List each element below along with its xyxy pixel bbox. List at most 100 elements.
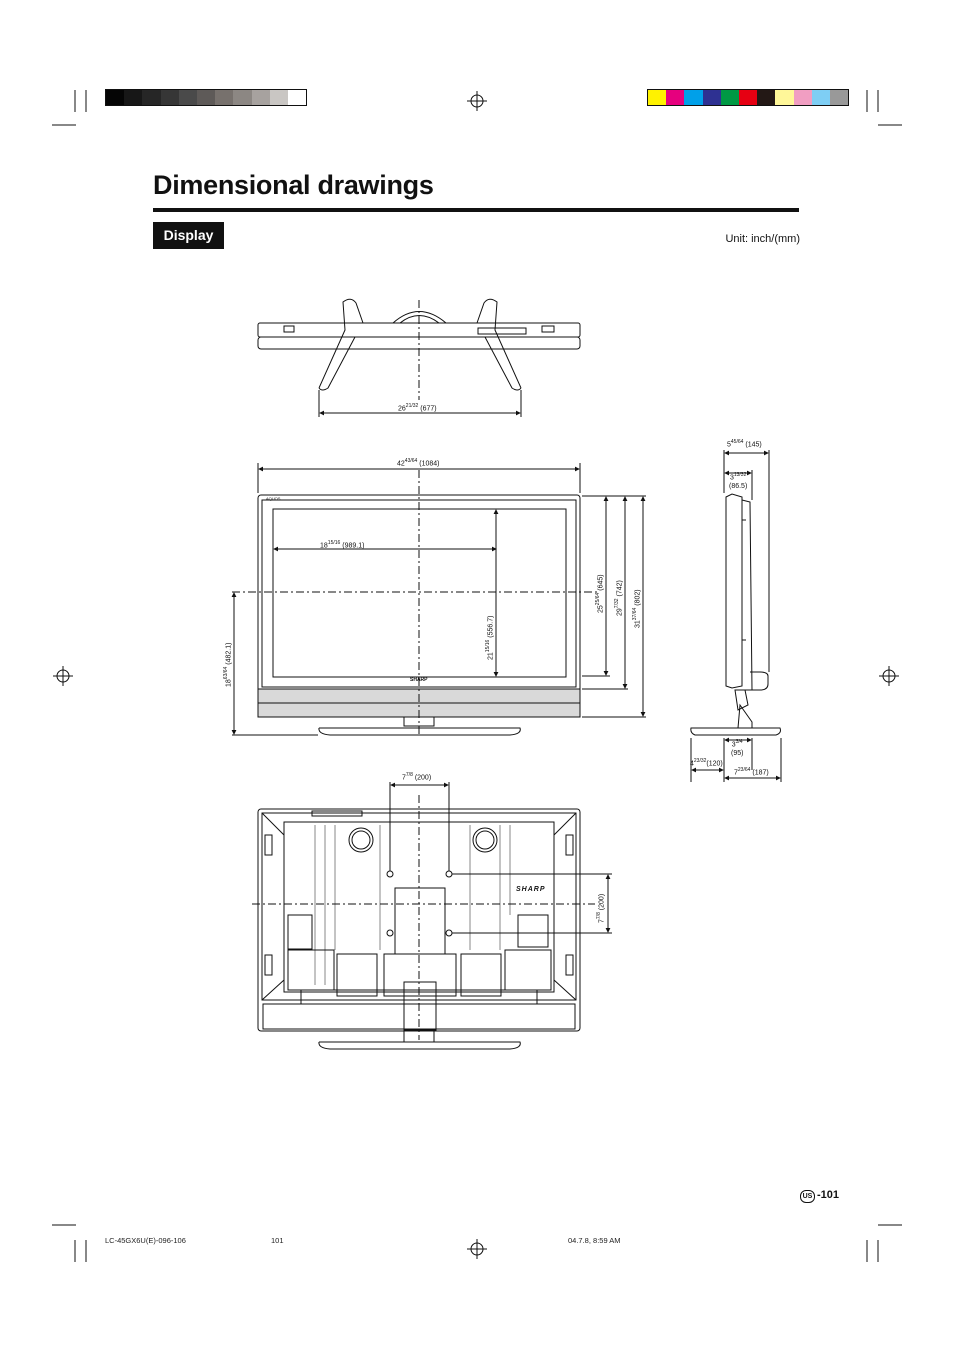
dim-whole: 3 xyxy=(731,741,736,749)
color-swatch xyxy=(720,90,739,105)
dim-mm: (556.7) xyxy=(487,615,495,638)
registration-mark-bottom xyxy=(467,1239,487,1259)
dim-frac: 43/64 xyxy=(404,458,418,464)
dim-frac: 7/32 xyxy=(614,598,620,609)
footer-timestamp: 04.7.8, 8:59 AM xyxy=(568,1236,621,1245)
dim-whole: 29 xyxy=(616,608,624,616)
dim-screen-height: 2115/16 (556.7) xyxy=(485,616,494,660)
dim-height-802: 3137/64 (802) xyxy=(632,589,641,628)
page-title: Dimensional drawings xyxy=(153,170,434,200)
dim-mm: (120) xyxy=(706,760,723,768)
dim-whole: 7 xyxy=(402,774,406,782)
dim-whole: 25 xyxy=(597,605,605,613)
color-swatch xyxy=(702,90,721,105)
dim-whole: 18 xyxy=(320,542,328,550)
crop-marks xyxy=(52,90,902,1262)
dim-frac: 15/16 xyxy=(485,639,491,653)
front-view xyxy=(231,463,646,736)
dim-depth-base: 33/4 (95) xyxy=(731,738,743,758)
dim-whole: 21 xyxy=(487,652,495,660)
dim-screen-width: 1815/16 (989.1) xyxy=(320,540,364,549)
grayscale-swatch xyxy=(287,90,307,105)
back-brand-logo: SHARP xyxy=(516,886,546,893)
footer-page: 101 xyxy=(271,1236,284,1245)
dim-whole: 4 xyxy=(690,760,694,768)
dim-whole: 5 xyxy=(727,441,731,449)
dim-frac: 21/32 xyxy=(405,403,419,409)
dim-mm: (187) xyxy=(752,769,769,777)
dim-mm: (802) xyxy=(634,589,642,606)
grayscale-swatch xyxy=(269,90,288,105)
page-number: US-101 xyxy=(800,1189,839,1203)
dim-frac: 25/64 xyxy=(595,592,601,606)
dim-depth-panel: 313/32(86.5) xyxy=(729,471,747,491)
color-swatch xyxy=(757,90,776,105)
title-rule xyxy=(153,208,799,212)
color-bar xyxy=(647,89,849,106)
dim-frac: 7/8 xyxy=(405,772,413,778)
dim-center-height: 1863/64 (482.1) xyxy=(223,643,232,687)
dim-mm: (1084) xyxy=(419,460,440,468)
footer-file: LC-45GX6U(E)-096-106 xyxy=(105,1236,186,1245)
grayscale-swatch xyxy=(178,90,197,105)
front-brand-logo: SHARP xyxy=(410,677,428,683)
page-number-text: -101 xyxy=(817,1189,840,1201)
color-swatch xyxy=(793,90,812,105)
dim-depth-stand: 723/64 (187) xyxy=(734,767,769,776)
region-badge: US xyxy=(800,1190,815,1203)
dim-frac: 15/16 xyxy=(327,540,341,546)
dim-stand-width: 2621/32 (677) xyxy=(398,403,437,412)
grayscale-bar xyxy=(105,89,307,106)
dim-frac: 7/8 xyxy=(596,912,602,920)
color-swatch xyxy=(775,90,794,105)
color-swatch xyxy=(738,90,758,105)
dim-whole: 7 xyxy=(734,769,738,777)
dim-height-742: 297/32 (742) xyxy=(614,580,623,616)
dim-mm: (200) xyxy=(414,774,432,782)
dim-height-645: 2525/64 (645) xyxy=(595,574,604,613)
registration-mark-top xyxy=(467,91,487,111)
registration-mark-left xyxy=(53,666,73,686)
side-view xyxy=(690,450,782,782)
grayscale-swatch xyxy=(233,90,252,105)
dim-mm: (86.5) xyxy=(729,483,748,491)
section-tag: Display xyxy=(153,222,224,249)
dim-mm: (742) xyxy=(616,580,624,597)
dim-mm: (645) xyxy=(597,574,605,591)
dim-mm: (145) xyxy=(745,441,762,449)
dim-whole: 7 xyxy=(598,919,606,923)
grayscale-swatch xyxy=(142,90,161,105)
front-badge: AQUOS xyxy=(266,496,281,501)
color-swatch xyxy=(684,90,703,105)
registration-mark-right xyxy=(879,666,899,686)
color-swatch xyxy=(811,90,830,105)
dim-whole: 18 xyxy=(225,679,233,687)
dim-frac: 37/64 xyxy=(632,607,638,621)
dim-mm: (95) xyxy=(731,750,744,758)
grayscale-swatch xyxy=(251,90,270,105)
dim-overall-width: 4243/64 (1084) xyxy=(397,458,440,467)
dim-mm: (482.1) xyxy=(225,642,233,665)
dim-depth-total: 545/64 (145) xyxy=(727,439,762,448)
dim-mm: (989.1) xyxy=(342,542,365,550)
grayscale-swatch xyxy=(196,90,216,105)
dim-mm: (677) xyxy=(420,405,437,413)
dim-vesa-horizontal: 77/8 (200) xyxy=(402,772,431,781)
unit-label: Unit: inch/(mm) xyxy=(725,233,800,245)
dim-frac: 3/4 xyxy=(735,739,743,745)
dim-whole: 26 xyxy=(398,405,406,413)
dim-mm: (200) xyxy=(598,893,606,911)
dim-whole: 3 xyxy=(729,474,734,482)
dim-depth-front: 423/32(120) xyxy=(690,758,723,767)
dim-vesa-vertical: 77/8 (200) xyxy=(596,894,605,923)
color-swatch xyxy=(648,90,667,105)
top-view xyxy=(257,298,581,417)
dim-frac: 63/64 xyxy=(223,666,229,680)
color-swatch xyxy=(666,90,685,105)
color-swatch xyxy=(829,90,849,105)
dim-whole: 42 xyxy=(397,460,405,468)
grayscale-swatch xyxy=(124,90,143,105)
grayscale-swatch xyxy=(106,90,125,105)
dim-whole: 31 xyxy=(634,620,642,628)
